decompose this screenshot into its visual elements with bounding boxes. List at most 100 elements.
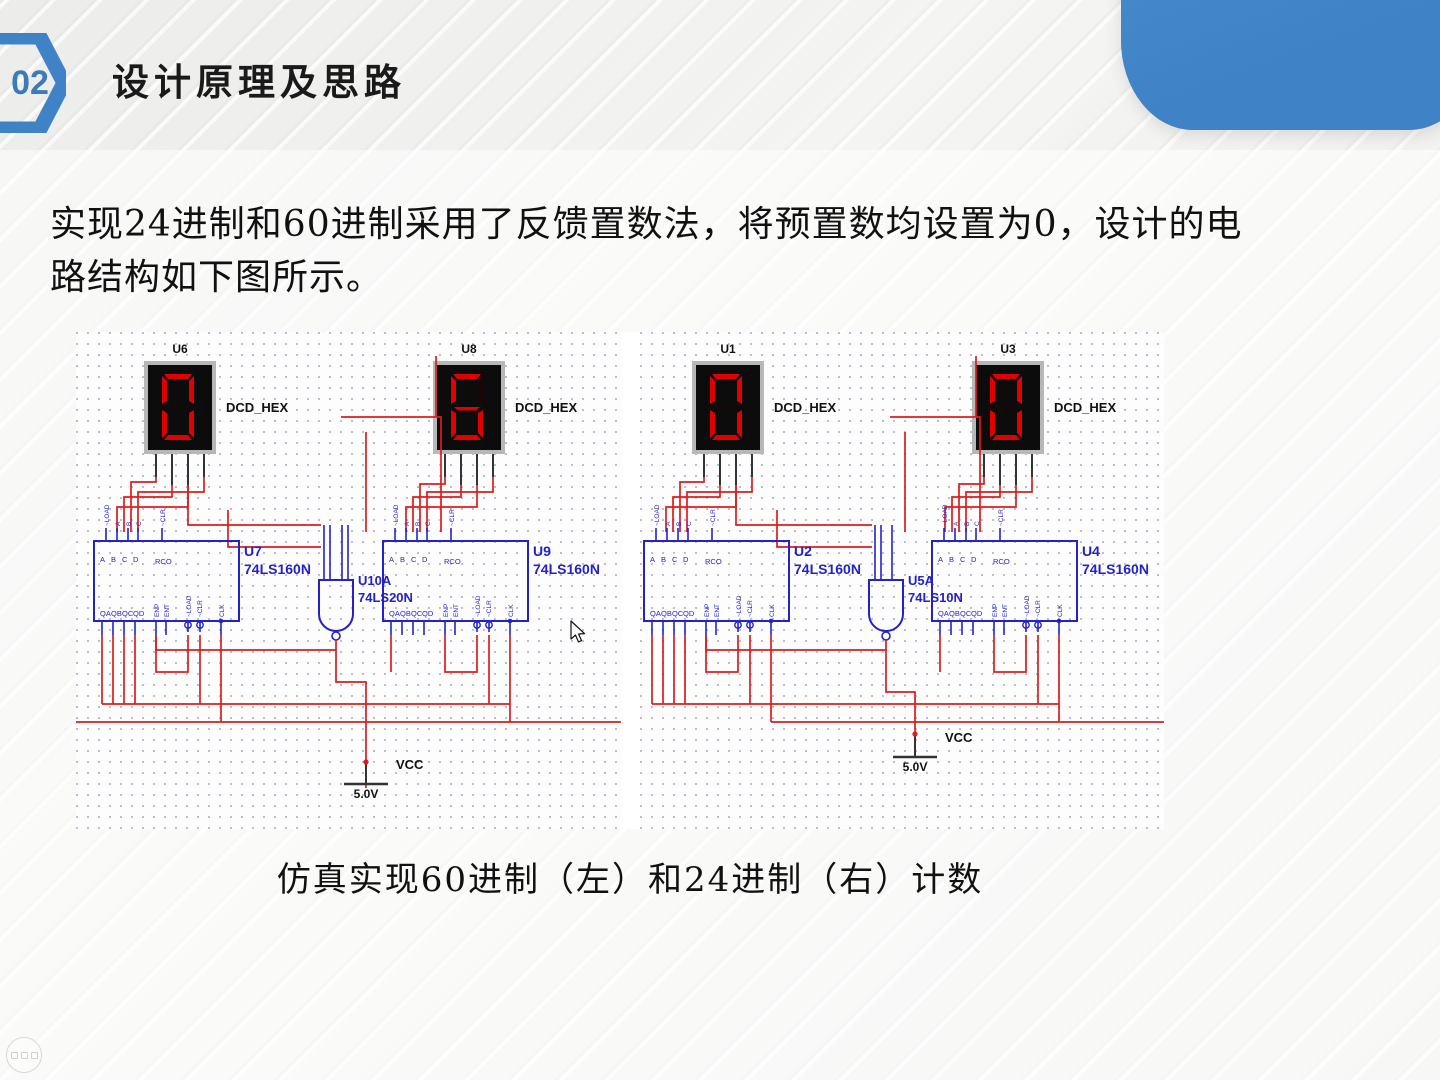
svg-text:~CLR: ~CLR — [449, 509, 456, 526]
power-vcc-right-label: VCC — [945, 730, 973, 745]
svg-text:QD: QD — [422, 609, 434, 618]
svg-text:A: A — [665, 521, 672, 526]
svg-text:QC: QC — [411, 609, 423, 618]
chip-U7-part: 74LS160N — [244, 561, 311, 577]
power-vcc-left: VCC 5.0V — [344, 757, 424, 801]
svg-text:QB: QB — [111, 609, 122, 618]
wire-bus-right-upper — [665, 356, 1033, 548]
svg-text:C: C — [672, 555, 678, 564]
hexagon-icon — [0, 33, 66, 133]
svg-text:~CLR: ~CLR — [710, 509, 717, 526]
svg-text:B: B — [400, 555, 405, 564]
mouse-cursor-icon — [570, 620, 586, 643]
svg-text:A: A — [938, 555, 943, 564]
svg-text:A: A — [953, 521, 960, 526]
svg-text:~LOAD: ~LOAD — [654, 504, 661, 526]
svg-text:~LOAD: ~LOAD — [736, 595, 743, 617]
svg-text:ENT: ENT — [164, 604, 171, 617]
gate-U5A-part: 74LS10N — [908, 590, 963, 605]
circuit-figure: U6 DCD_HEX — [76, 332, 1164, 829]
svg-text:~CLR: ~CLR — [998, 509, 1005, 526]
svg-text:D: D — [971, 555, 977, 564]
gate-U10A-part: 74LS20N — [358, 590, 413, 605]
slide-header: 02 设计原理及思路 — [0, 0, 1440, 150]
display-U3: U3 DCD_HEX — [972, 342, 1116, 485]
svg-text:CLK: CLK — [769, 604, 776, 617]
svg-text:QB: QB — [949, 609, 960, 618]
svg-text:A: A — [650, 555, 655, 564]
circuit-diagram-right-24: U1 DCD_HEX U3 — [640, 332, 1164, 829]
svg-text:RCO: RCO — [705, 557, 722, 566]
svg-text:C: C — [411, 555, 417, 564]
display-U8-ref: U8 — [461, 342, 477, 356]
svg-text:~LOAD: ~LOAD — [393, 504, 400, 526]
gate-U5A-ref: U5A — [908, 573, 935, 588]
panel-separator — [622, 332, 640, 829]
svg-text:B: B — [126, 522, 133, 526]
svg-text:QA: QA — [100, 609, 111, 618]
svg-text:CLK: CLK — [219, 604, 226, 617]
svg-text:B: B — [111, 555, 116, 564]
display-U6-ref: U6 — [172, 342, 188, 356]
svg-text:B: B — [949, 555, 954, 564]
power-vcc-right-value: 5.0V — [903, 760, 928, 774]
svg-text:B: B — [661, 555, 666, 564]
svg-text:QA: QA — [938, 609, 949, 618]
svg-text:QC: QC — [960, 609, 972, 618]
display-U3-type: DCD_HEX — [1054, 400, 1116, 415]
svg-text:~LOAD: ~LOAD — [475, 595, 482, 617]
svg-text:~CLR: ~CLR — [486, 600, 493, 617]
svg-text:ENP: ENP — [154, 604, 161, 617]
decorative-blue-shape-inner — [1121, 0, 1440, 130]
svg-text:B: B — [676, 522, 683, 526]
display-U6: U6 DCD_HEX — [144, 342, 288, 485]
display-U8: U8 DCD_HEX — [433, 342, 577, 485]
svg-text:A: A — [100, 555, 105, 564]
chip-U9-ref: U9 — [533, 543, 551, 559]
display-U1: U1 DCD_HEX — [692, 342, 836, 485]
svg-text:RCO: RCO — [155, 557, 172, 566]
svg-text:QA: QA — [389, 609, 400, 618]
svg-text:B: B — [964, 522, 971, 526]
wire-feedback-right — [651, 635, 1164, 757]
svg-text:~LOAD: ~LOAD — [104, 504, 111, 526]
svg-text:QD: QD — [971, 609, 983, 618]
svg-text:B: B — [415, 522, 422, 526]
svg-text:~LOAD: ~LOAD — [942, 504, 949, 526]
svg-text:ENT: ENT — [714, 604, 721, 617]
power-vcc-right: VCC 5.0V — [893, 730, 973, 774]
svg-text:~CLR: ~CLR — [747, 600, 754, 617]
svg-text:QD: QD — [133, 609, 145, 618]
svg-text:ENP: ENP — [443, 604, 450, 617]
more-dot-1 — [10, 1051, 18, 1059]
chip-U2-ref: U2 — [794, 543, 812, 559]
svg-text:RCO: RCO — [444, 557, 461, 566]
svg-text:C: C — [425, 521, 432, 526]
wire-bus-left-right-upper — [341, 356, 494, 532]
svg-text:D: D — [133, 555, 139, 564]
svg-text:RCO: RCO — [993, 557, 1010, 566]
svg-text:~LOAD: ~LOAD — [186, 595, 193, 617]
more-dot-3 — [30, 1051, 38, 1059]
section-number-label: 02 — [11, 63, 49, 102]
svg-text:ENT: ENT — [1002, 604, 1009, 617]
svg-text:D: D — [422, 555, 428, 564]
svg-text:QC: QC — [122, 609, 134, 618]
wire-feedback-left — [76, 635, 621, 788]
more-options-button[interactable] — [6, 1037, 42, 1073]
circuit-diagram-left-60: U6 DCD_HEX — [76, 332, 622, 829]
chip-U9-part: 74LS160N — [533, 561, 600, 577]
svg-text:~LOAD: ~LOAD — [1024, 595, 1031, 617]
svg-text:C: C — [974, 521, 981, 526]
svg-text:ENP: ENP — [704, 604, 711, 617]
svg-text:C: C — [136, 521, 143, 526]
gate-U10A: U10A 74LS20N — [318, 525, 413, 641]
display-U1-ref: U1 — [720, 342, 736, 356]
svg-text:A: A — [404, 521, 411, 526]
display-U3-ref: U3 — [1000, 342, 1016, 356]
svg-text:QD: QD — [683, 609, 695, 618]
svg-text:A: A — [115, 521, 122, 526]
